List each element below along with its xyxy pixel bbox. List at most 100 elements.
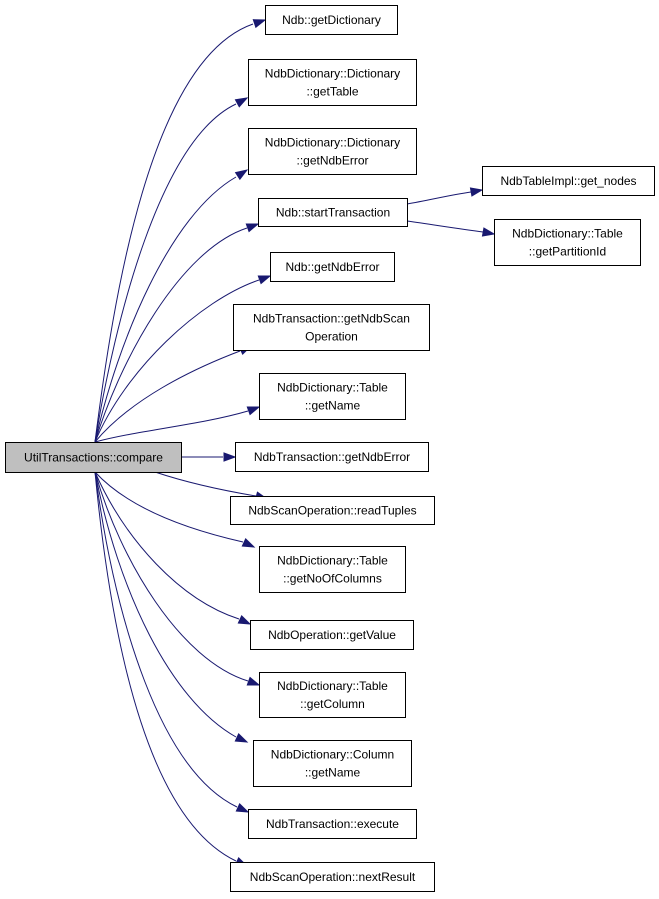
node-box — [248, 809, 417, 839]
edge-compare-to-getDictionary — [94, 19, 267, 443]
node-getColumn[interactable]: NdbDictionary::Table::getColumn — [259, 672, 406, 718]
arrow-head-icon — [246, 676, 261, 686]
node-label: NdbOperation::getValue — [268, 628, 396, 642]
node-label: UtilTransactions::compare — [24, 451, 163, 465]
node-dict_getTable[interactable]: NdbDictionary::Dictionary::getTable — [248, 59, 417, 106]
node-ndb_getNdbError[interactable]: Ndb::getNdbError — [270, 252, 395, 282]
edge-compare-to-startTransaction — [94, 223, 260, 443]
node-box — [250, 620, 414, 650]
edge-startTransaction-to-get_nodes — [406, 187, 484, 205]
edge-line — [94, 350, 241, 443]
node-dict_getNdbError[interactable]: NdbDictionary::Dictionary::getNdbError — [248, 128, 417, 175]
node-label: NdbScanOperation::readTuples — [248, 504, 416, 518]
edge-line — [94, 23, 254, 443]
edge-line — [94, 227, 248, 443]
edge-startTransaction-to-getPartitionId — [406, 220, 496, 237]
node-execute[interactable]: NdbTransaction::execute — [248, 809, 417, 839]
node-box — [5, 442, 182, 473]
node-getValue[interactable]: NdbOperation::getValue — [250, 620, 414, 650]
node-startTransaction[interactable]: Ndb::startTransaction — [258, 198, 408, 227]
arrow-head-icon — [234, 97, 249, 108]
node-label: NdbScanOperation::nextResult — [250, 870, 416, 884]
arrow-head-icon — [241, 537, 256, 548]
edge-line — [94, 471, 249, 682]
arrow-head-icon — [257, 275, 272, 285]
node-label: NdbDictionary::Table — [512, 227, 623, 241]
node-box — [494, 219, 641, 266]
edge-compare-to-execute — [94, 471, 250, 813]
node-label: ::getTable — [306, 85, 358, 99]
edge-line — [94, 176, 237, 443]
edge-line — [406, 191, 472, 205]
arrow-head-icon — [245, 223, 260, 233]
node-box — [248, 59, 417, 106]
node-box — [233, 304, 430, 351]
node-box — [258, 198, 408, 227]
edge-compare-to-column_getName — [94, 471, 249, 743]
node-label: ::getColumn — [300, 697, 365, 711]
arrow-head-icon — [223, 452, 237, 462]
node-label: Ndb::startTransaction — [276, 206, 390, 220]
node-getDictionary[interactable]: Ndb::getDictionary — [265, 5, 398, 35]
node-label: NdbDictionary::Column — [271, 748, 394, 762]
call-graph-nodes: UtilTransactions::compare Ndb::getDiction… — [5, 5, 655, 892]
root-node-compare[interactable]: UtilTransactions::compare — [5, 442, 182, 473]
edge-compare-to-readTuples — [154, 471, 269, 501]
arrow-head-icon — [235, 802, 250, 813]
node-box — [265, 5, 398, 35]
node-label: NdbDictionary::Dictionary — [265, 67, 400, 81]
edge-line — [94, 103, 237, 443]
node-label: ::getName — [305, 766, 361, 780]
node-box — [270, 252, 395, 282]
node-label: NdbTransaction::getNdbError — [254, 450, 410, 464]
node-label: Ndb::getNdbError — [285, 260, 379, 274]
node-getNoOfColumns[interactable]: NdbDictionary::Table::getNoOfColumns — [259, 546, 406, 593]
edge-line — [94, 471, 237, 738]
edge-compare-to-getValue — [94, 471, 252, 625]
edge-line — [406, 220, 484, 233]
edge-compare-to-nextResult — [94, 471, 249, 867]
node-column_getName[interactable]: NdbDictionary::Column::getName — [253, 740, 412, 787]
arrow-head-icon — [234, 732, 249, 743]
node-label: ::getName — [305, 399, 361, 413]
edge-compare-to-ndb_getNdbError — [94, 275, 272, 443]
node-label: NdbDictionary::Table — [277, 554, 388, 568]
arrow-head-icon — [246, 406, 261, 416]
edge-compare-to-getNoOfColumns — [94, 471, 256, 548]
arrow-head-icon — [234, 169, 249, 181]
edge-line — [94, 279, 260, 443]
node-box — [230, 862, 435, 892]
node-label: Ndb::getDictionary — [282, 13, 381, 27]
edge-compare-to-getColumn — [94, 471, 261, 686]
node-box — [248, 128, 417, 175]
node-label: ::getPartitionId — [529, 245, 606, 259]
node-box — [253, 740, 412, 787]
node-box — [230, 496, 435, 525]
node-box — [482, 166, 655, 196]
edge-line — [94, 471, 237, 862]
node-readTuples[interactable]: NdbScanOperation::readTuples — [230, 496, 435, 525]
arrow-head-icon — [252, 19, 267, 29]
arrow-head-icon — [469, 187, 484, 197]
edge-compare-to-table_getName — [94, 406, 261, 443]
edge-line — [154, 471, 257, 497]
edge-compare-to-dict_getNdbError — [94, 169, 249, 443]
node-trans_getNdbError[interactable]: NdbTransaction::getNdbError — [235, 442, 429, 472]
node-label: NdbDictionary::Dictionary — [265, 136, 400, 150]
node-getPartitionId[interactable]: NdbDictionary::Table::getPartitionId — [494, 219, 641, 266]
node-box — [259, 672, 406, 718]
node-label: ::getNdbError — [296, 154, 368, 168]
node-label: NdbTransaction::getNdbScan — [253, 312, 410, 326]
arrow-head-icon — [481, 227, 496, 237]
call-graph-edges — [94, 19, 496, 867]
node-table_getName[interactable]: NdbDictionary::Table::getName — [259, 373, 406, 420]
node-nextResult[interactable]: NdbScanOperation::nextResult — [230, 862, 435, 892]
node-label: ::getNoOfColumns — [283, 572, 382, 586]
edge-line — [94, 471, 238, 808]
node-get_nodes[interactable]: NdbTableImpl::get_nodes — [482, 166, 655, 196]
node-label: Operation — [305, 330, 358, 344]
edge-line — [94, 471, 240, 620]
node-label: NdbTableImpl::get_nodes — [500, 174, 636, 188]
edge-line — [94, 410, 249, 443]
